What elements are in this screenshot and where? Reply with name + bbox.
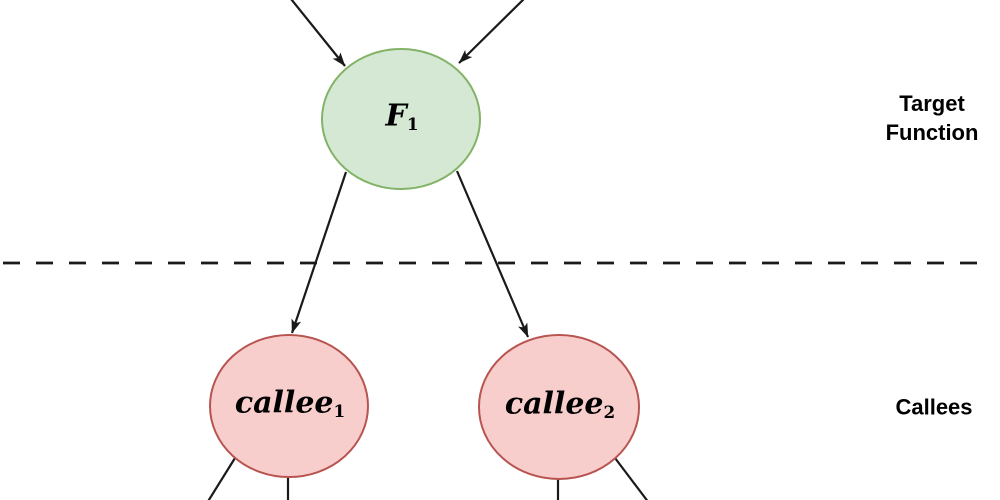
target-function-label-base: F: [385, 98, 407, 134]
edge-target-to-callee2: [455, 170, 530, 338]
callees-section-label: Callees: [895, 394, 973, 420]
callee1-label-base: callee: [234, 385, 334, 421]
callee1-node-label: callee1: [235, 388, 345, 420]
edge-callee2-out-right: [614, 457, 649, 500]
target-function-section-label-line1: Target: [899, 91, 965, 116]
edge-caller-left-to-target: [290, 0, 346, 67]
target-function-section-label-line2: Function: [885, 120, 979, 145]
callee2-node: [478, 334, 640, 480]
callee1-label-subscript: 1: [333, 400, 346, 421]
target-function-section-label: Target Function: [886, 89, 979, 147]
edge-caller-right-to-target: [458, 0, 525, 64]
callee2-label-subscript: 2: [603, 401, 616, 422]
edge-callee1-out-left: [207, 457, 236, 500]
edge-target-to-callee1: [290, 171, 348, 334]
target-function-node: [321, 48, 481, 190]
callee1-node: [209, 334, 369, 478]
callee2-label-base: callee: [504, 386, 604, 422]
callee2-node-label: callee2: [505, 389, 615, 421]
target-function-node-label: F1: [386, 101, 419, 133]
target-function-label-subscript: 1: [406, 113, 419, 134]
